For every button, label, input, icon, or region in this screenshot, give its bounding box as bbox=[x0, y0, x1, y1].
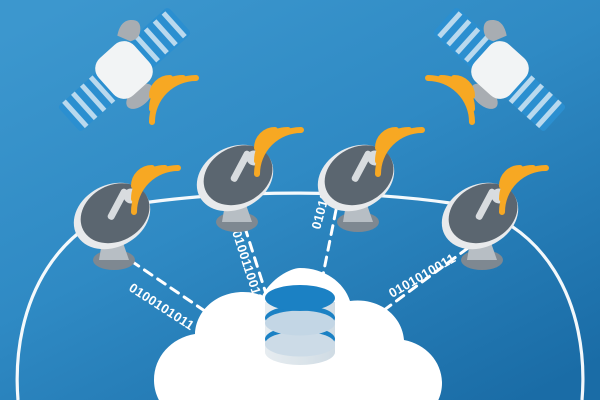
stream-line-3 bbox=[316, 208, 338, 302]
orbit-arc bbox=[15, 191, 585, 400]
stream-line-1 bbox=[116, 250, 220, 322]
database bbox=[265, 285, 335, 365]
